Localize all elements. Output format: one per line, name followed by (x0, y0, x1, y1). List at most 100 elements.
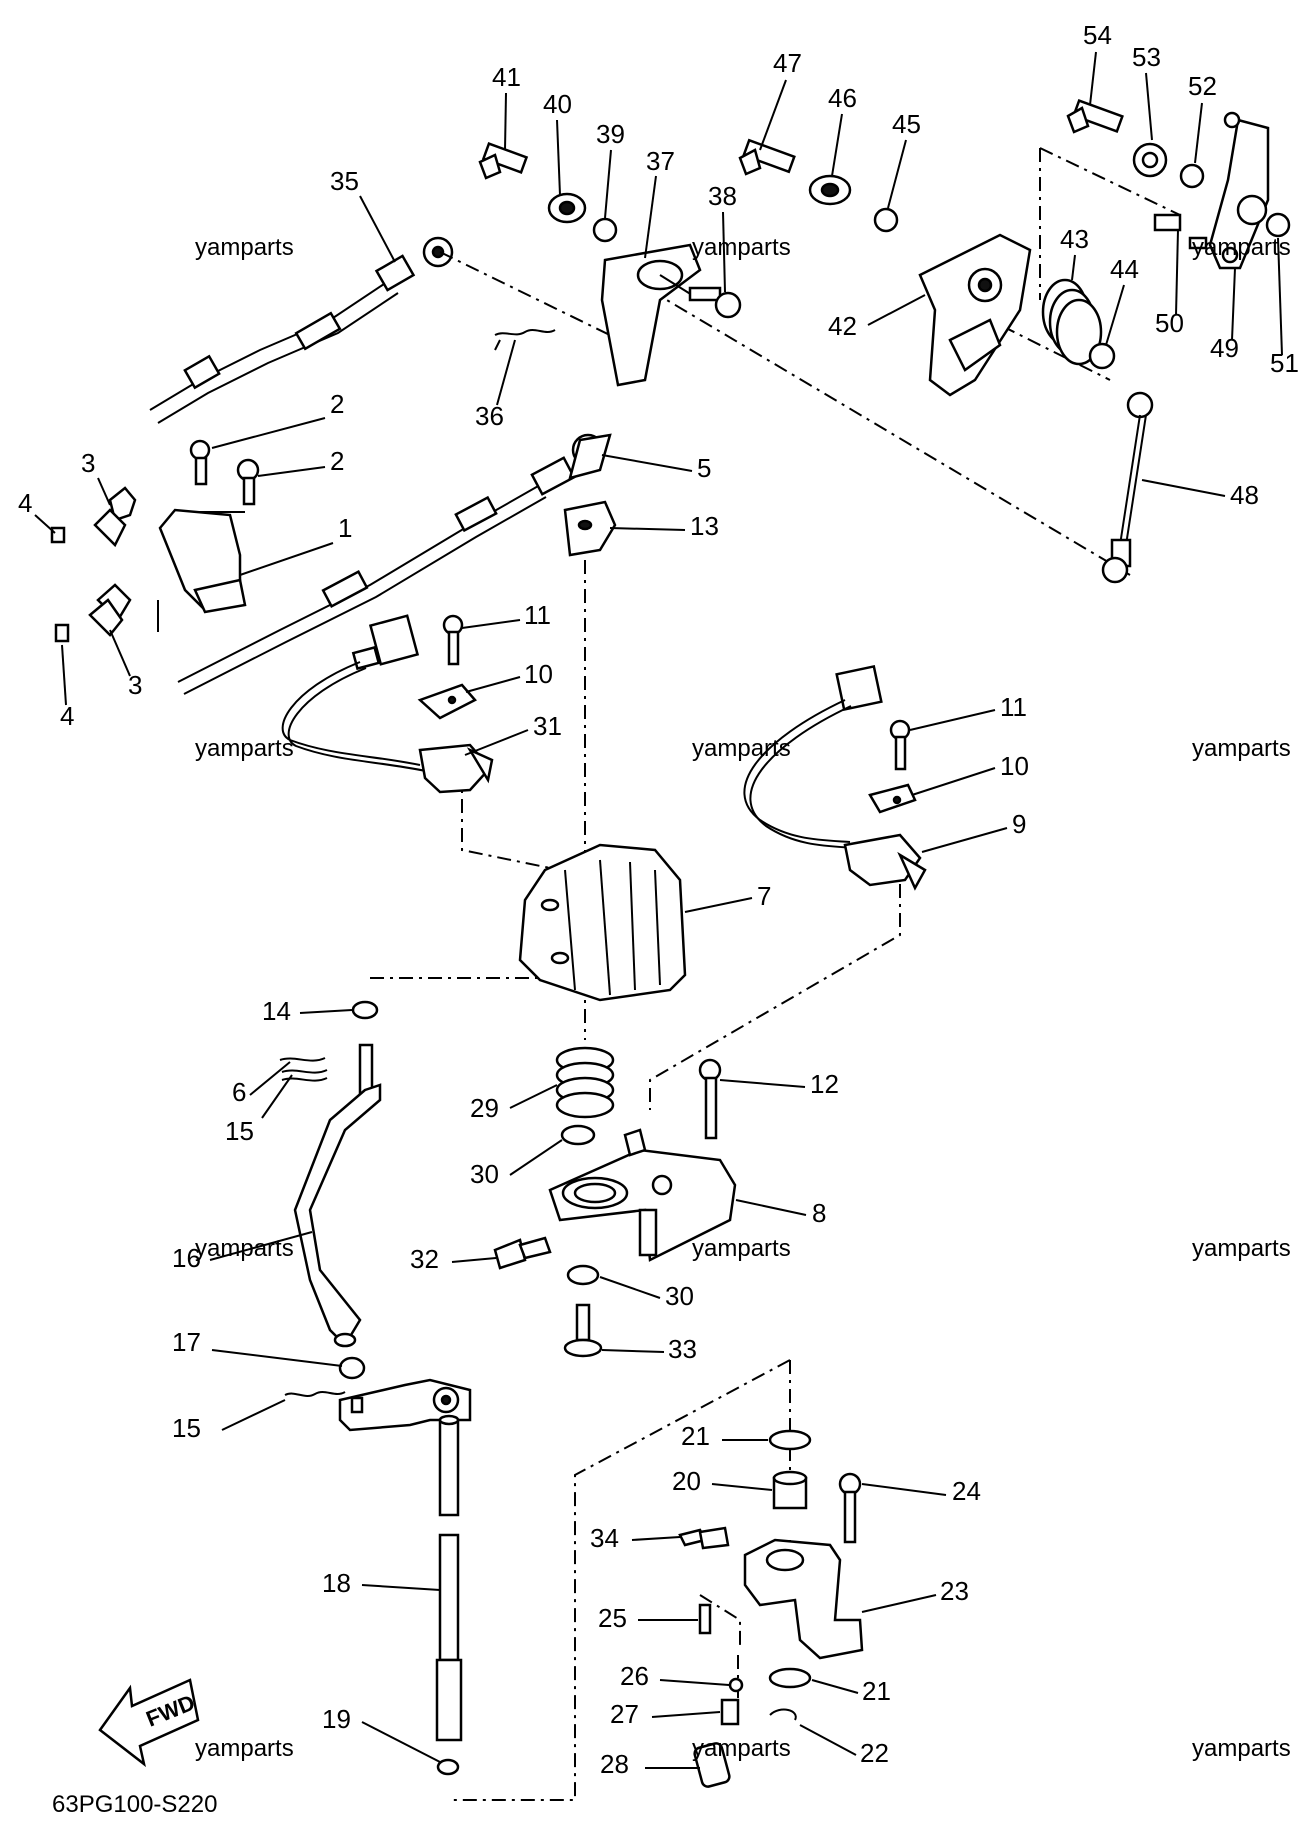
callout-leader-48 (1141, 479, 1226, 497)
watermark: yamparts (1192, 234, 1291, 261)
callout-28: 28 (600, 1749, 629, 1779)
bolt-33 (563, 1303, 603, 1358)
callout-leader-17 (211, 1349, 343, 1367)
callout-leader-4 (61, 644, 67, 706)
diagram-code: 63PG100-S220 (52, 1791, 217, 1818)
watermark: yamparts (692, 1735, 791, 1762)
assembly-lines (157, 147, 1181, 1801)
callout-30: 30 (665, 1281, 694, 1311)
watermark: yamparts (195, 234, 294, 261)
callout-leader-16 (209, 1231, 313, 1261)
watermark: yamparts (692, 735, 791, 762)
callout-leader-26 (659, 1679, 730, 1686)
callout-leader-29 (509, 1084, 558, 1109)
callout-leader-35 (359, 195, 396, 263)
callout-44: 44 (1110, 254, 1139, 284)
callout-38: 38 (708, 181, 737, 211)
callout-leader-23 (861, 1594, 937, 1613)
bracket-assembly-1 (50, 439, 260, 643)
lower-assembly-23 (678, 1429, 864, 1788)
callout-11: 11 (524, 600, 551, 630)
watermark: yamparts (692, 234, 791, 261)
spring-29 (555, 1046, 615, 1119)
callout-leader-39 (604, 149, 612, 219)
callout-leader-50 (1175, 229, 1179, 316)
callout-36: 36 (475, 401, 504, 431)
callout-14: 14 (262, 996, 291, 1026)
callout-leader-18 (361, 1584, 441, 1591)
callout-30: 30 (470, 1159, 499, 1189)
shift-lever-5 (563, 433, 617, 557)
spring-43 (1041, 278, 1103, 366)
watermark: yamparts (692, 1235, 791, 1262)
callout-leader-47 (759, 79, 787, 151)
fitting-32 (493, 1236, 552, 1270)
callout-leader-44 (1105, 284, 1125, 346)
callout-leader-34 (631, 1536, 681, 1541)
housing-8 (548, 1128, 737, 1262)
clip-36 (494, 329, 556, 351)
callout-leader-41 (504, 92, 507, 151)
link-rod-48 (1101, 391, 1154, 584)
callout-20: 20 (672, 1466, 701, 1496)
callout-leader-8 (735, 1199, 807, 1216)
callout-leader-13 (609, 527, 686, 531)
callout-leader-33 (601, 1349, 665, 1353)
bushing-30-bottom (566, 1264, 600, 1286)
callout-49: 49 (1210, 333, 1239, 363)
watermark: yamparts (1192, 735, 1291, 762)
callout-4: 4 (60, 701, 74, 731)
callout-53: 53 (1132, 42, 1161, 72)
callout-35: 35 (330, 166, 359, 196)
callout-leader-12 (719, 1079, 806, 1088)
callout-41: 41 (492, 62, 521, 92)
callout-leader-7 (684, 897, 753, 913)
callout-leader-22 (799, 1724, 857, 1756)
callout-34: 34 (590, 1523, 619, 1553)
callout-51: 51 (1270, 348, 1299, 378)
watermark: yamparts (195, 735, 294, 762)
callout-leader-15 (261, 1074, 293, 1119)
callout-54: 54 (1083, 20, 1112, 50)
callout-leader-30 (509, 1139, 563, 1176)
callout-15: 15 (225, 1116, 254, 1146)
callout-leader-27 (651, 1711, 721, 1718)
watermark: yamparts (195, 1235, 294, 1262)
callout-17: 17 (172, 1327, 201, 1357)
callout-leader-15 (221, 1399, 286, 1431)
callout-leader-21 (811, 1679, 859, 1694)
callout-leader-20 (711, 1483, 773, 1491)
callout-43: 43 (1060, 224, 1089, 254)
callout-32: 32 (410, 1244, 439, 1274)
callout-21: 21 (862, 1676, 891, 1706)
callout-18: 18 (322, 1568, 351, 1598)
callout-2: 2 (330, 389, 344, 419)
shift-rod-16 (279, 1043, 382, 1348)
callout-leader-31 (464, 729, 529, 756)
callout-leader-14 (299, 1009, 353, 1014)
callout-37: 37 (646, 146, 675, 176)
callout-8: 8 (812, 1198, 826, 1228)
callout-leader-54 (1089, 51, 1097, 106)
callout-leader-51 (1277, 237, 1283, 356)
callout-40: 40 (543, 89, 572, 119)
callout-48: 48 (1230, 480, 1259, 510)
throttle-cable (149, 236, 454, 424)
callout-4: 4 (18, 488, 32, 518)
callout-45: 45 (892, 109, 921, 139)
callout-29: 29 (470, 1093, 499, 1123)
watermark: yamparts (1192, 1735, 1291, 1762)
callout-leader-45 (887, 139, 907, 209)
callout-leader-2 (257, 466, 326, 477)
shaft-18 (435, 1414, 463, 1742)
callout-leader-38 (722, 211, 726, 293)
callout-15: 15 (172, 1413, 201, 1443)
callout-19: 19 (322, 1704, 351, 1734)
callout-31: 31 (533, 711, 562, 741)
callout-leader-11 (909, 709, 996, 731)
callout-leader-5 (601, 454, 693, 472)
lever-assembly-49 (1066, 99, 1291, 270)
housing-7 (518, 843, 687, 1002)
callout-leader-11 (461, 619, 521, 629)
